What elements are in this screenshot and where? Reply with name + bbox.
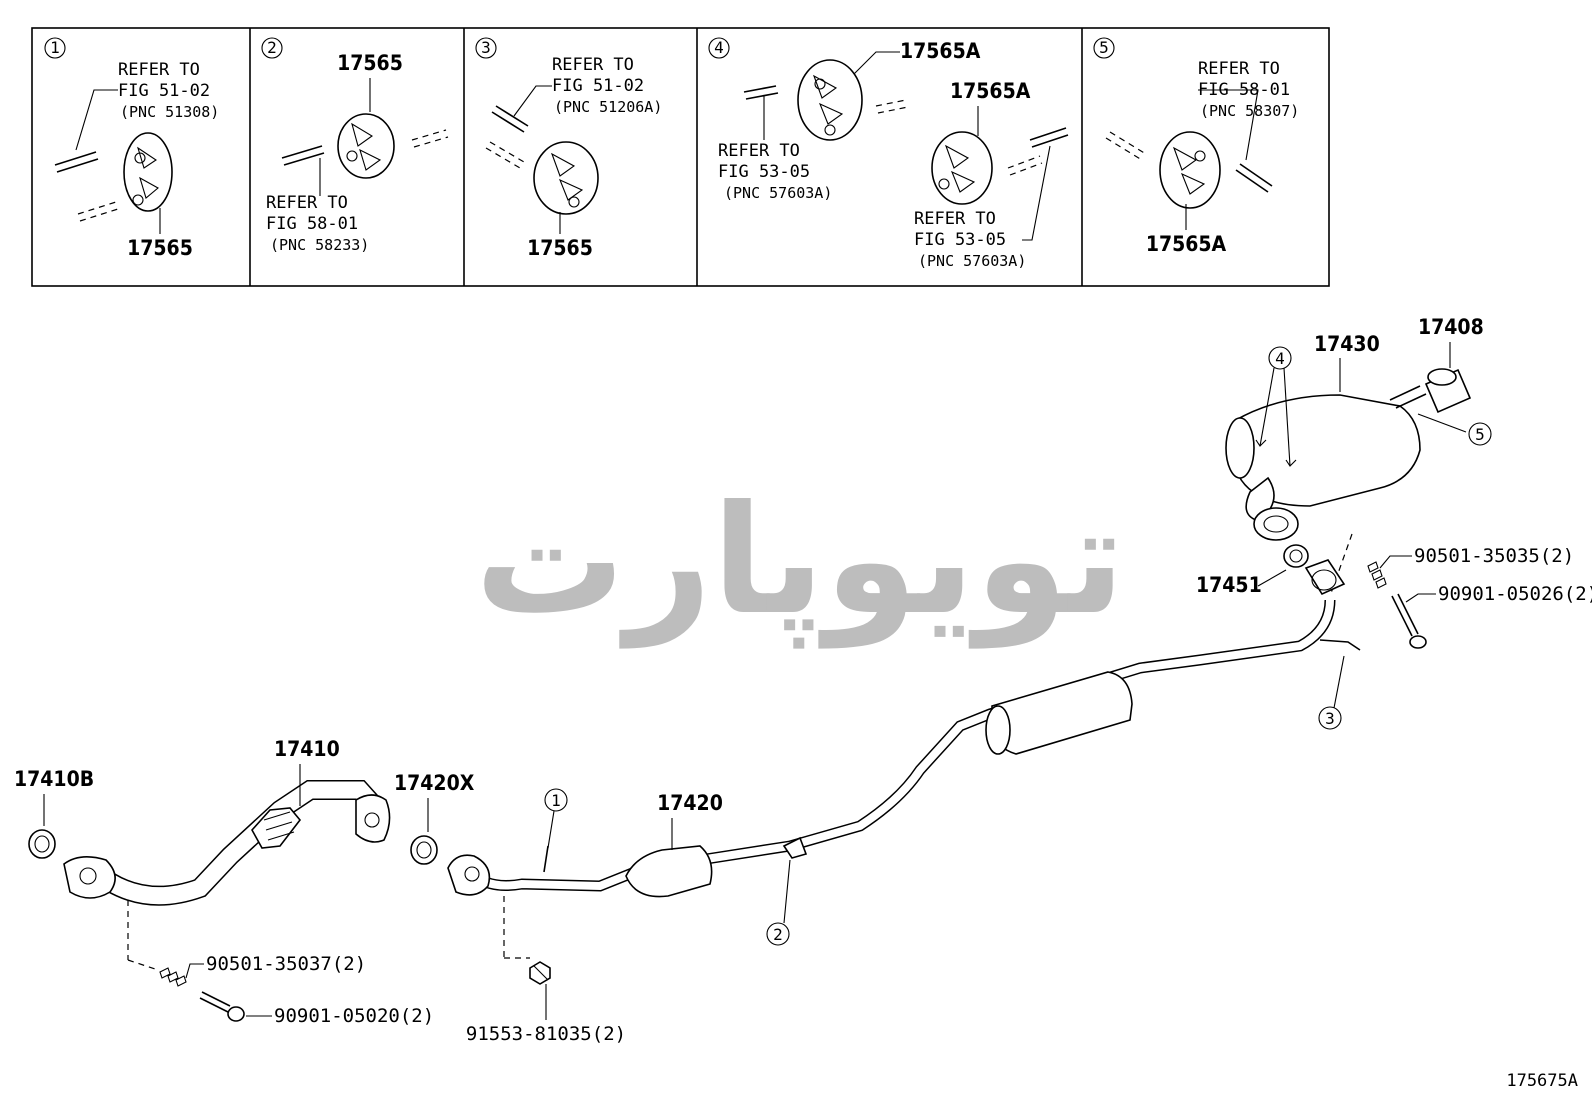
tail-pipe-tip (1424, 368, 1472, 414)
panel-number: 2 (267, 38, 277, 57)
callout-3: 3 (1318, 655, 1345, 730)
callout-number: 2 (773, 925, 783, 944)
pnc-label: (PNC 58233) (270, 236, 369, 254)
part-number: 17451 (1196, 573, 1262, 597)
pipe-flange-front (63, 856, 116, 899)
refer-to-label: REFER TO (718, 141, 800, 161)
fig-ref-label: FIG 53-05 (718, 162, 810, 182)
part-number: 17565A (900, 39, 981, 63)
bolt-group-left: 90501-35037(2) 90901-05020(2) (127, 900, 434, 1027)
part-number: 17410 (274, 737, 340, 761)
detail-panel-5: 5 REFER TO FIG 58-01 (PNC 58307) 17565A (1093, 37, 1299, 256)
center-muffler (985, 671, 1133, 755)
callout-number: 5 (1475, 425, 1485, 444)
pipe-flange-rear (355, 794, 391, 843)
part-number: 91553-81035(2) (466, 1023, 626, 1045)
hanger-icon (123, 132, 173, 212)
part-number: 17565A (1146, 232, 1227, 256)
pnc-label: (PNC 51308) (120, 103, 219, 121)
callout-5: 5 (1468, 422, 1492, 446)
pnc-label: (PNC 57603A) (918, 252, 1026, 270)
part-number: 17420X (394, 771, 475, 795)
fig-ref-label: FIG 58-01 (266, 214, 358, 234)
panel-number: 3 (481, 38, 491, 57)
part-number: 17565 (337, 51, 403, 75)
fig-ref-label: FIG 51-02 (118, 81, 210, 101)
detail-panel-3: 3 REFER TO FIG 51-02 (PNC 51206A) 17565 (475, 37, 662, 260)
watermark-logo: تویوپارت (475, 474, 1125, 649)
hanger-icon (533, 141, 599, 215)
callout-1: 1 (544, 788, 568, 849)
hanger-bracket (543, 639, 1361, 873)
detail-panel-1: 1 REFER TO FIG 51-02 (PNC 51308) 17565 (44, 37, 219, 260)
refer-to-label: REFER TO (1198, 59, 1280, 79)
panel-number: 1 (50, 38, 60, 57)
pipe-flange-right (1304, 559, 1346, 596)
callout-number: 3 (1325, 709, 1335, 728)
part-number: 17408 (1418, 315, 1484, 339)
fig-ref-label: FIG 51-02 (552, 76, 644, 96)
part-number: 17410B (14, 767, 94, 791)
detail-panels (31, 27, 1330, 287)
spring-icon (1367, 561, 1387, 589)
gasket-17420X: 17420X (394, 771, 475, 865)
part-number: 17430 (1314, 332, 1380, 356)
rear-muffler-group: 17430 17408 4 5 (1196, 315, 1492, 597)
hanger-icon (1159, 131, 1221, 209)
panel-number: 5 (1099, 38, 1109, 57)
spring-icon (159, 967, 187, 987)
part-number: 17420 (657, 791, 723, 815)
callout-number: 1 (551, 791, 561, 810)
part-number: 90501-35037(2) (206, 953, 366, 975)
refer-to-label: REFER TO (118, 60, 200, 80)
fig-ref-label: FIG 53-05 (914, 230, 1006, 250)
detail-panel-frame (31, 27, 1330, 287)
part-number: 90901-05026(2) (1438, 583, 1592, 605)
center-pipe-17420: 17420 3 1 2 (447, 559, 1361, 946)
catalytic-converter (625, 845, 713, 898)
hanger-icon (337, 113, 395, 179)
pipe-flange-left (447, 854, 491, 896)
refer-to-label: REFER TO (266, 193, 348, 213)
gasket-17451 (1283, 544, 1309, 568)
refer-to-label: REFER TO (914, 209, 996, 229)
part-number: 17565 (127, 236, 193, 260)
muffler-body (1225, 385, 1467, 507)
bolt-group-right: 90501-35035(2) 90901-05026(2) (1329, 533, 1592, 649)
pnc-label: (PNC 58307) (1200, 102, 1299, 120)
callout-4: 4 (1255, 346, 1297, 467)
flex-joint (251, 807, 302, 849)
panel-number: 4 (714, 38, 724, 57)
hanger-icon (797, 59, 863, 141)
muffler-inlet-flange (1245, 476, 1299, 541)
part-number: 90501-35035(2) (1414, 545, 1574, 567)
pnc-label: (PNC 51206A) (554, 98, 662, 116)
watermark-text: تویوپارت (475, 474, 1125, 649)
callout-2: 2 (766, 859, 791, 946)
bolt-icon (199, 991, 245, 1022)
detail-panel-2: 2 17565 REFER TO FIG 58-01 (PNC 58233) (261, 37, 449, 254)
part-number: 17565 (527, 236, 593, 260)
gasket-17410B: 17410B (14, 767, 94, 859)
part-number: 90901-05020(2) (274, 1005, 434, 1027)
bolt-icon (529, 961, 551, 985)
refer-to-label: REFER TO (552, 55, 634, 75)
pnc-label: (PNC 57603A) (724, 184, 832, 202)
figure-id: 175675A (1506, 1071, 1578, 1091)
bolt-group-middle: 91553-81035(2) (466, 896, 626, 1045)
bolt-icon (1391, 593, 1427, 649)
callout-number: 4 (1275, 349, 1285, 368)
callout-circle (44, 37, 66, 59)
front-pipe-17410: 17410 (63, 737, 391, 906)
detail-panel-4: 4 17565A REFER TO FIG 53-05 (PNC 57603A)… (708, 37, 1069, 270)
part-number: 17565A (950, 79, 1031, 103)
hanger-icon (931, 131, 993, 205)
